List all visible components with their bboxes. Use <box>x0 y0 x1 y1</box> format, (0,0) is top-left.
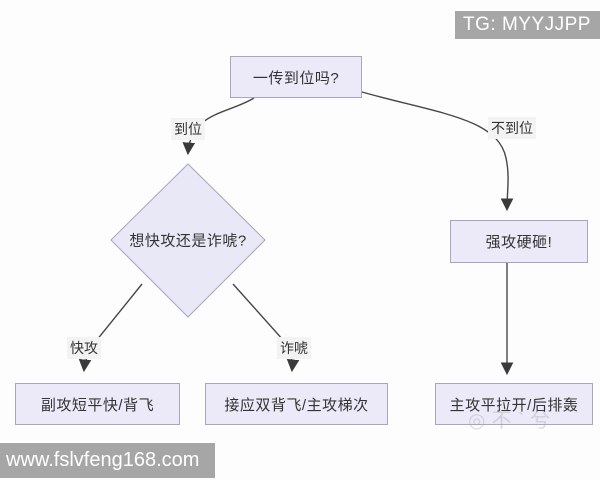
edge-label-bluff: 诈唬 <box>277 337 311 359</box>
edge-label-not-in-place: 不到位 <box>488 117 536 139</box>
watermark-top-right: TG: MYYJJPP <box>455 11 600 39</box>
node-decision-label: 想快攻还是诈唬? <box>129 232 247 250</box>
node-force-attack: 强攻硬砸! <box>450 220 588 263</box>
watermark-bottom-left: www.fslvfeng168.com <box>0 443 215 478</box>
edge-not-in-place <box>361 91 514 212</box>
decision-diamond-shape <box>110 163 266 318</box>
edge-in-place <box>182 97 255 156</box>
node-first-pass-question: 一传到位吗? <box>230 56 362 98</box>
edge-label-in-place: 到位 <box>171 118 205 140</box>
node-force-attack-result: 主攻平拉开/后排轰 <box>435 383 593 425</box>
node-bluff-result: 接应双背飞/主攻梯次 <box>205 383 388 425</box>
node-quick-attack-result: 副攻短平快/背飞 <box>15 383 180 425</box>
edge-label-quick-attack: 快攻 <box>67 337 101 359</box>
